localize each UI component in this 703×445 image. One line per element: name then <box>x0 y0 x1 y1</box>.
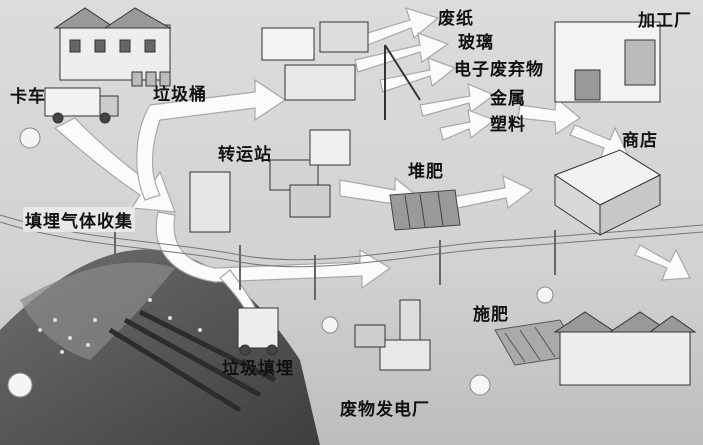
landfill-debris <box>38 298 202 354</box>
power-plant <box>354 299 431 371</box>
label-fertilize: 施肥 <box>473 305 509 325</box>
trees <box>7 127 554 398</box>
arrow-shop-to-homes <box>634 244 691 281</box>
landfill-stripes <box>108 309 277 413</box>
label-metal: 金属 <box>490 89 526 109</box>
label-processing-plant: 加工厂 <box>638 11 692 31</box>
arrow-plastic-to-plant <box>517 96 582 136</box>
label-truck: 卡车 <box>10 87 46 107</box>
label-e-waste: 电子废弃物 <box>454 60 544 80</box>
label-trash-bin: 垃圾桶 <box>153 85 207 105</box>
houses-top-left <box>53 7 172 81</box>
houses-bottom-right <box>553 311 697 386</box>
label-transfer-station: 转运站 <box>218 145 272 165</box>
label-shop: 商店 <box>622 131 658 151</box>
label-waste-paper: 废纸 <box>438 9 474 29</box>
crane <box>384 44 421 120</box>
label-waste-power-plant: 废物发电厂 <box>340 400 430 420</box>
landfill-truck <box>237 307 279 356</box>
transfer-trucks <box>189 129 351 233</box>
arrow-to-metal <box>419 83 496 117</box>
arrow-bins-to-transfer <box>136 78 287 201</box>
arrow-to-ewaste <box>379 57 457 93</box>
shop-building <box>553 149 662 236</box>
arrow-compost-to-shop <box>444 174 534 211</box>
arrow-to-plastic <box>439 109 496 141</box>
arrow-transfer-loop <box>155 211 392 290</box>
label-glass: 玻璃 <box>458 33 494 53</box>
recycling-sorting-center <box>261 21 369 101</box>
garbage-truck <box>44 87 119 124</box>
label-landfill-gas: 填埋气体收集 <box>23 207 135 232</box>
label-landfill: 垃圾填埋 <box>222 359 294 379</box>
label-compost: 堆肥 <box>408 162 444 182</box>
arrow-to-glass <box>354 32 450 73</box>
processing-plant <box>554 21 661 103</box>
label-plastic: 塑料 <box>490 115 526 135</box>
compost-panels <box>389 189 461 231</box>
landfill-layer <box>20 262 175 360</box>
trash-bins <box>131 71 171 87</box>
flow-arrows <box>53 7 691 347</box>
